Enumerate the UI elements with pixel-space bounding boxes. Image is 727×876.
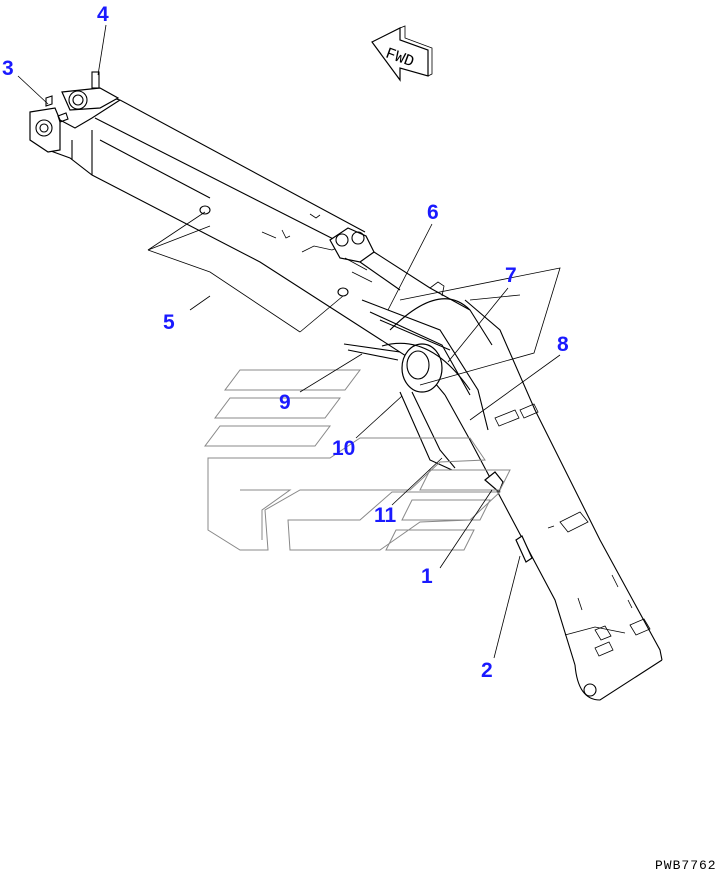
leader-lines [17,24,561,659]
callout-1[interactable]: 1 [421,565,433,588]
decal-sheet-7 [399,267,561,386]
callout-6[interactable]: 6 [427,201,439,224]
callout-10[interactable]: 10 [332,437,356,460]
callout-2[interactable]: 2 [481,659,493,682]
callout-11[interactable]: 11 [374,504,397,527]
decal-sheet-5 [147,225,301,333]
callout-3[interactable]: 3 [2,57,14,80]
arm [444,299,663,701]
callout-8[interactable]: 8 [557,333,569,356]
drawing-code: PWB7762 [655,858,717,873]
chevron-decal-sheet [204,369,511,551]
arm-cylinder [343,298,489,471]
callout-9[interactable]: 9 [279,391,291,414]
callout-7[interactable]: 7 [505,264,517,287]
callout-4[interactable]: 4 [97,3,109,26]
callout-5[interactable]: 5 [163,311,175,334]
boom [29,71,493,396]
fwd-arrow-icon: FWD [371,25,433,82]
